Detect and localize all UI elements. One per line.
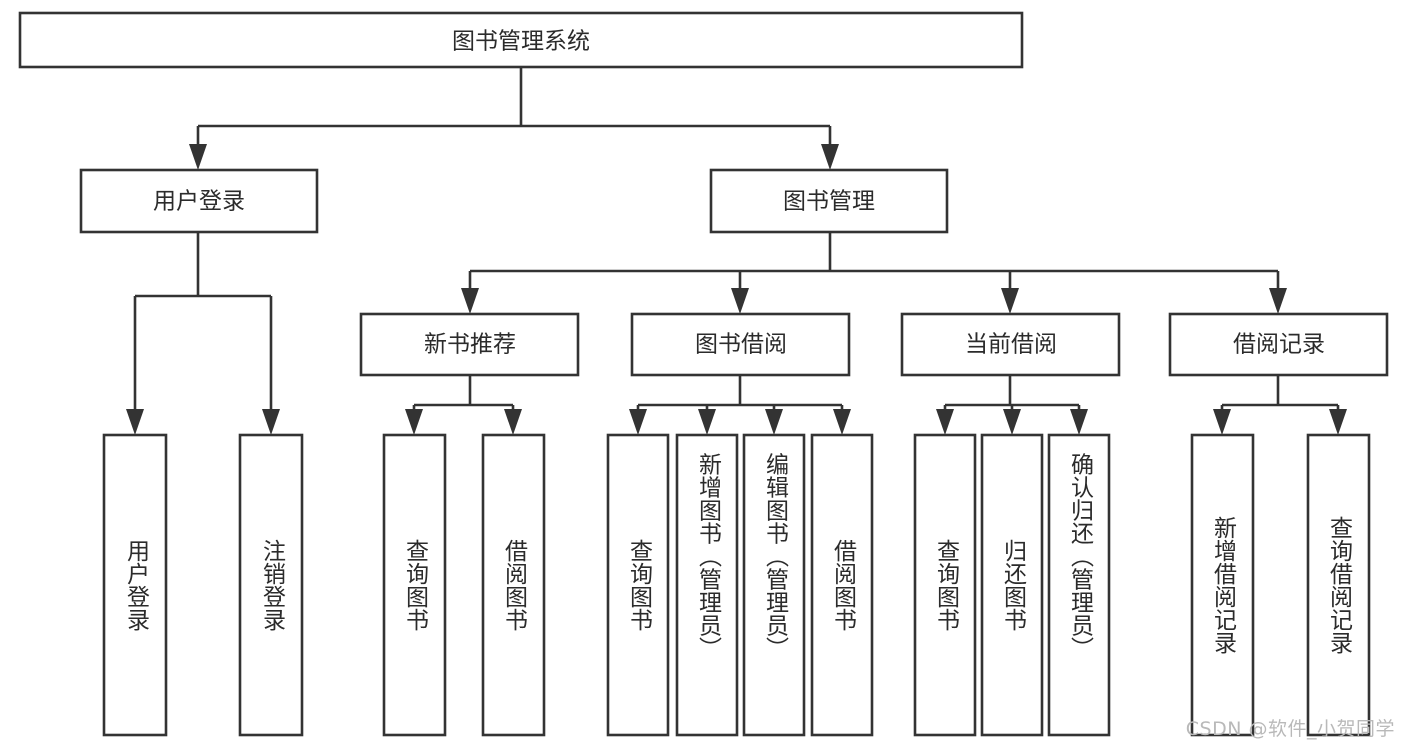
node-user-login[interactable]: 用户登录 [79, 168, 319, 234]
arrow-head-level3-3 [1269, 288, 1287, 314]
leaf-node[interactable]: 查询借阅记录 [1306, 433, 1371, 737]
node-root-box[interactable] [18, 11, 1024, 69]
leaf-borrow-3-box[interactable] [810, 433, 874, 737]
arrow-head-leaf-borrow-2 [765, 409, 783, 435]
connector-group-new-book [405, 375, 522, 435]
node-book-borrow-label: 图书借阅 [695, 332, 787, 358]
arrow-head-leaf-borrow-1 [698, 409, 716, 435]
leaf-borrow-2-label: 编辑图书（管理员） [762, 453, 790, 660]
arrow-head-leaf-user-login-0 [126, 409, 144, 435]
leaf-user-login-1-label: 注销登录 [259, 539, 287, 631]
arrow-head-leaf-new-book-0 [405, 409, 423, 435]
node-current-borrow-box[interactable] [900, 312, 1121, 377]
leaf-records-1-label: 查询借阅记录 [1326, 516, 1354, 654]
arrow-head-leaf-current-2 [1070, 409, 1088, 435]
node-borrow-records-label: 借阅记录 [1233, 332, 1325, 358]
leaf-node[interactable]: 确认归还（管理员） [1047, 433, 1111, 737]
leaf-user-login-0-label: 用户登录 [123, 539, 151, 631]
leaf-records-1-box[interactable] [1306, 433, 1371, 737]
leaf-node[interactable]: 归还图书 [980, 433, 1044, 737]
arrow-head-level3-2 [1001, 288, 1019, 314]
leaf-current-0-label: 查询图书 [933, 539, 961, 631]
leaf-borrow-3-label: 借阅图书 [830, 539, 858, 631]
connector-group-borrow [629, 375, 851, 435]
leaf-current-2-label: 确认归还（管理员） [1067, 453, 1095, 660]
node-book-management-box[interactable] [709, 168, 949, 234]
node-new-book-recommend-box[interactable] [359, 312, 580, 377]
leaf-current-2-box[interactable] [1047, 433, 1111, 737]
leaf-node[interactable]: 用户登录 [102, 433, 168, 737]
leaf-user-login-1-box[interactable] [238, 433, 304, 737]
leaf-node[interactable]: 借阅图书 [481, 433, 546, 737]
leaf-borrow-2-box[interactable] [742, 433, 806, 737]
arrow-head-leaf-borrow-3 [833, 409, 851, 435]
connector-group-records [1213, 375, 1347, 435]
node-book-management[interactable]: 图书管理 [709, 168, 949, 234]
connector-group-current [936, 375, 1088, 435]
arrow-head-user-login [189, 144, 207, 170]
arrow-head-leaf-user-login-1 [262, 409, 280, 435]
arrow-head-level3-1 [731, 288, 749, 314]
node-book-borrow-box[interactable] [630, 312, 851, 377]
arrow-head-leaf-records-1 [1329, 409, 1347, 435]
node-book-management-label: 图书管理 [783, 189, 875, 215]
leaf-borrow-1-label: 新增图书（管理员） [695, 453, 723, 660]
leaf-borrow-0-label: 查询图书 [626, 539, 654, 631]
connector-group-book-mgmt [461, 232, 1287, 314]
node-new-book-recommend[interactable]: 新书推荐 [359, 312, 580, 377]
leaf-node[interactable]: 查询图书 [913, 433, 977, 737]
leaf-node[interactable]: 查询图书 [382, 433, 447, 737]
connector-group-user-login [126, 232, 280, 435]
leaf-node[interactable]: 查询图书 [606, 433, 670, 737]
leaf-records-0-box[interactable] [1190, 433, 1255, 737]
node-root[interactable]: 图书管理系统 [18, 11, 1024, 69]
arrow-head-leaf-current-0 [936, 409, 954, 435]
leaf-user-login-0-box[interactable] [102, 433, 168, 737]
leaf-node[interactable]: 注销登录 [238, 433, 304, 737]
node-current-borrow[interactable]: 当前借阅 [900, 312, 1121, 377]
leaf-node[interactable]: 借阅图书 [810, 433, 874, 737]
leaf-new-book-1-label: 借阅图书 [501, 539, 529, 631]
leaf-current-0-box[interactable] [913, 433, 977, 737]
leaf-borrow-1-box[interactable] [675, 433, 739, 737]
node-current-borrow-label: 当前借阅 [965, 332, 1057, 358]
node-user-login-box[interactable] [79, 168, 319, 234]
leaf-current-1-label: 归还图书 [1000, 539, 1028, 631]
leaf-new-book-1-box[interactable] [481, 433, 546, 737]
connector-group-root [189, 67, 839, 170]
arrow-head-leaf-records-0 [1213, 409, 1231, 435]
node-root-label: 图书管理系统 [452, 29, 590, 55]
node-book-borrow[interactable]: 图书借阅 [630, 312, 851, 377]
leaf-node[interactable]: 编辑图书（管理员） [742, 433, 806, 737]
node-borrow-records-box[interactable] [1168, 312, 1389, 377]
node-user-login-label: 用户登录 [153, 189, 245, 215]
arrow-head-leaf-current-1 [1003, 409, 1021, 435]
leaf-node[interactable]: 新增借阅记录 [1190, 433, 1255, 737]
leaf-current-1-box[interactable] [980, 433, 1044, 737]
arrow-head-leaf-borrow-0 [629, 409, 647, 435]
node-new-book-recommend-label: 新书推荐 [424, 332, 516, 358]
arrow-head-leaf-new-book-1 [504, 409, 522, 435]
arrow-head-level3-0 [461, 288, 479, 314]
arrow-head-book-mgmt [821, 144, 839, 170]
leaf-borrow-0-box[interactable] [606, 433, 670, 737]
leaf-new-book-0-label: 查询图书 [402, 539, 430, 631]
node-borrow-records[interactable]: 借阅记录 [1168, 312, 1389, 377]
leaf-records-0-label: 新增借阅记录 [1210, 516, 1238, 654]
leaf-new-book-0-box[interactable] [382, 433, 447, 737]
leaf-node[interactable]: 新增图书（管理员） [675, 433, 739, 737]
